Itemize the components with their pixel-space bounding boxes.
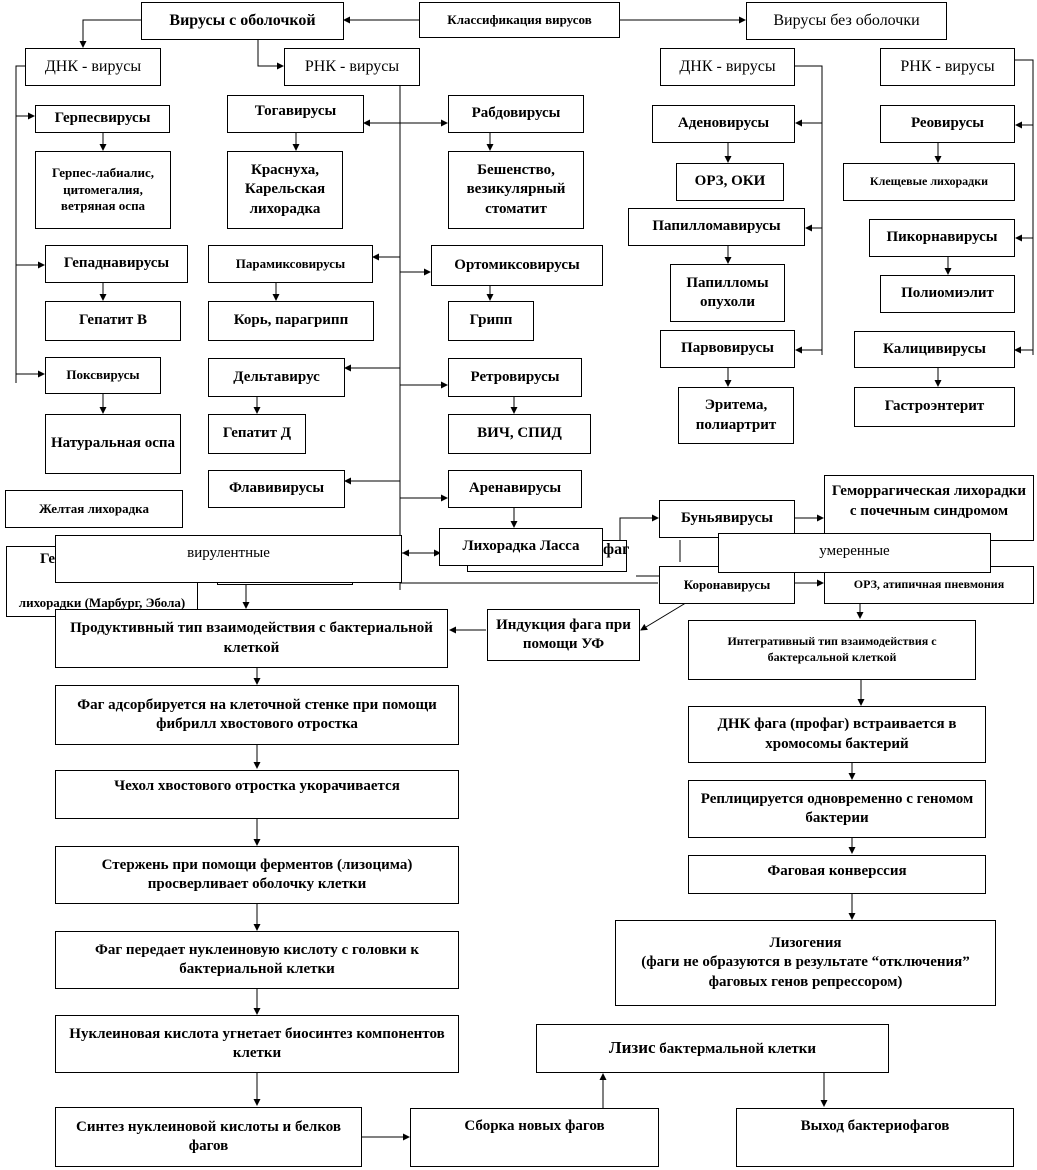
diseases-paramyxoviruses: Корь, парагрипп <box>208 301 374 341</box>
family-bunyaviruses: Буньявирусы <box>659 500 795 538</box>
family-orthomyxoviruses: Ортомиксовирусы <box>431 245 603 286</box>
family-paramyxoviruses: Парамиксовирусы <box>208 245 373 283</box>
diseases-papillomaviruses: Папилломы опухоли <box>670 264 785 322</box>
bacterial-cell-lysis: Лизис бактермальной клетки <box>536 1024 889 1073</box>
integrative-step-2: Реплицируется одновременно с геномом бак… <box>688 780 986 838</box>
family-caliciviruses: Калицивирусы <box>854 331 1015 368</box>
productive-step-3: Стержень при помощи ферментов (лизоцима)… <box>55 846 459 904</box>
diseases-togaviruses: Краснуха, Карельская лихорадка <box>227 151 343 229</box>
naked-rna-title: РНК - вирусы <box>880 48 1015 86</box>
lysogeny: Лизогения (фаги не образуются в результа… <box>615 920 996 1006</box>
diseases-poxviruses: Натуральная оспа <box>45 414 181 474</box>
productive-step-6: Синтез нуклеиновой кислоты и белков фаго… <box>55 1107 362 1167</box>
diseases-flaviviruses: Желтая лихорадка <box>5 490 183 528</box>
family-arenaviruses: Аренавирусы <box>448 470 582 508</box>
diseases-orthomyxoviruses: Грипп <box>448 301 534 341</box>
family-rhabdoviruses: Рабдовирусы <box>448 95 584 133</box>
classification-root: Классификация вирусов <box>419 2 620 38</box>
bacteriophage-exit: Выход бактериофагов <box>736 1108 1014 1167</box>
family-picornaviruses: Пикорнавирусы <box>869 219 1015 257</box>
lysis-label: Лизис бактермальной клетки <box>609 1037 816 1060</box>
family-deltavirus: Дельтавирус <box>208 358 345 397</box>
family-parvoviruses: Парвовирусы <box>660 330 795 368</box>
family-togaviruses: Тогавирусы <box>227 95 364 133</box>
family-papillomaviruses: Папилломавирусы <box>628 208 805 246</box>
family-hepadnaviruses: Гепаднавирусы <box>45 245 188 283</box>
diseases-rhabdoviruses: Бешенство, везикулярный стоматит <box>448 151 584 229</box>
enveloped-viruses: Вирусы с оболочкой <box>141 2 344 40</box>
family-adenoviruses: Аденовирусы <box>652 105 795 143</box>
family-reoviruses: Реовирусы <box>880 105 1015 143</box>
diseases-deltavirus: Гепатит Д <box>208 414 306 454</box>
productive-step-1: Фаг адсорбируется на клеточной стенке пр… <box>55 685 459 745</box>
family-flaviviruses: Флавивирусы <box>208 470 345 508</box>
enveloped-dna-title: ДНК - вирусы <box>25 48 161 86</box>
non-enveloped-viruses: Вирусы без оболочки <box>746 2 947 40</box>
diseases-hepadnaviruses: Гепатит В <box>45 301 181 341</box>
diseases-reoviruses: Клещевые лихорадки <box>843 163 1015 201</box>
diseases-parvoviruses: Эритема, полиартрит <box>678 387 794 444</box>
productive-step-5: Нуклеиновая кислота угнетает биосинтез к… <box>55 1015 459 1073</box>
diseases-retroviruses: ВИЧ, СПИД <box>448 414 591 454</box>
phage-virulent: вирулентные <box>55 535 402 583</box>
diseases-arenaviruses: Лихорадка Ласса <box>439 528 603 566</box>
diseases-picornaviruses: Полиомиэлит <box>880 275 1015 313</box>
integrative-step-3: Фаговая конверссия <box>688 855 986 894</box>
integrative-interaction: Интегративный тип взаимодействия с бакте… <box>688 620 976 680</box>
phage-temperate: умеренные <box>718 533 991 573</box>
productive-interaction: Продуктивный тип взаимодействия с бактер… <box>55 609 448 668</box>
enveloped-rna-title: РНК - вирусы <box>284 48 420 86</box>
hidden-fragment-ge: Ге <box>40 551 56 567</box>
family-retroviruses: Ретровирусы <box>448 358 582 397</box>
diseases-bunyaviruses: Геморрагическая лихорадки с почечным син… <box>824 475 1034 541</box>
diseases-herpesviruses: Герпес-лабиалис, цитомегалия, ветряная о… <box>35 151 171 229</box>
diseases-adenoviruses: ОРЗ, ОКИ <box>676 163 784 201</box>
phage-induction: Индукция фага при помощи УФ <box>487 609 640 661</box>
integrative-step-1: ДНК фага (профаг) встраивается в хромосо… <box>688 706 986 763</box>
family-poxviruses: Поксвирусы <box>45 357 161 394</box>
lysis-bold: Лизис <box>608 1038 656 1058</box>
productive-step-2: Чехол хвостового отростка укорачивается <box>55 770 459 819</box>
phage-title-fragment: фаг <box>603 541 630 558</box>
productive-step-4: Фаг передает нуклеиновую кислоту с голов… <box>55 931 459 989</box>
diseases-filoviruses-text: лихорадки (Марбург, Эбола) <box>18 595 186 611</box>
naked-dna-title: ДНК - вирусы <box>660 48 795 86</box>
lysis-rest: бактермальной клетки <box>655 1041 817 1058</box>
phage-assembly: Сборка новых фагов <box>410 1108 659 1167</box>
family-herpesviruses: Герпесвирусы <box>35 105 170 133</box>
diseases-caliciviruses: Гастроэнтерит <box>854 387 1015 427</box>
